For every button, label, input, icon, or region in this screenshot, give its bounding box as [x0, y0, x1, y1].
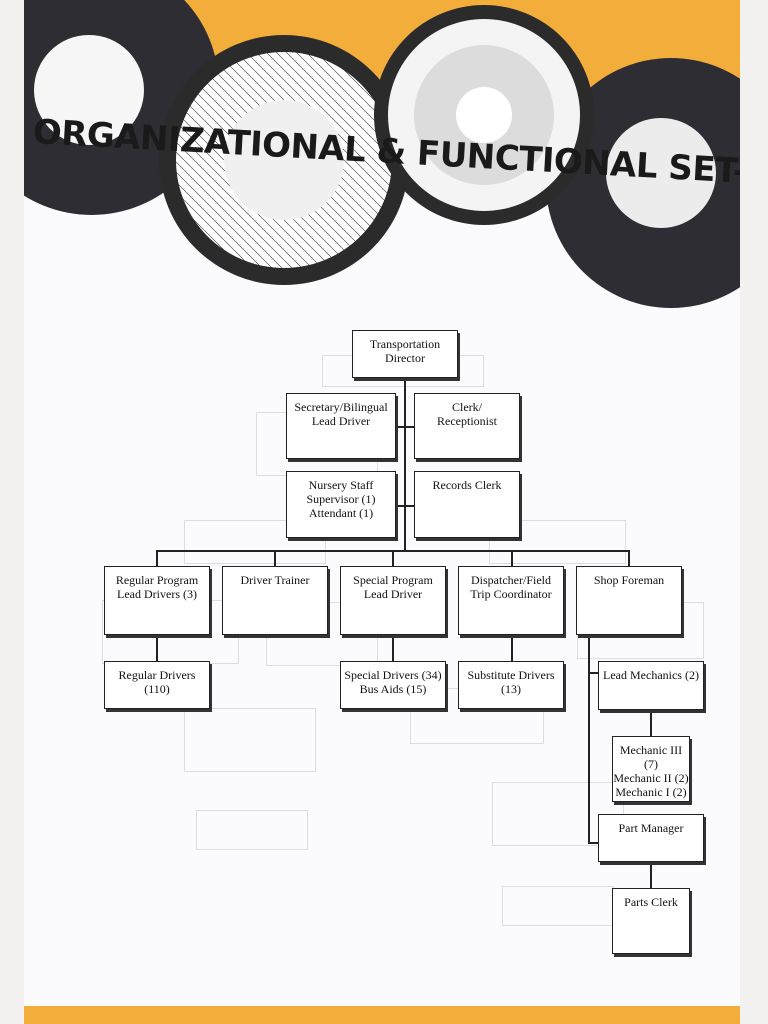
box-special-program-lead-driver: Special Program Lead Driver	[340, 566, 446, 635]
connector	[511, 635, 513, 661]
connector	[392, 550, 394, 566]
box-substitute-drivers: Substitute Drivers (13)	[458, 661, 564, 709]
box-lead-mechanics: Lead Mechanics (2)	[598, 661, 704, 710]
connector	[588, 635, 590, 843]
connector	[156, 635, 158, 661]
box-secretary-bilingual-lead-driver: Secretary/Bilingual Lead Driver	[286, 393, 396, 459]
box-driver-trainer: Driver Trainer	[222, 566, 328, 635]
box-special-drivers-bus-aids: Special Drivers (34) Bus Aids (15)	[340, 661, 446, 709]
box-nursery-staff: Nursery Staff Supervisor (1) Attendant (…	[286, 471, 396, 538]
connector	[588, 842, 598, 844]
box-parts-clerk: Parts Clerk	[612, 888, 690, 954]
box-clerk-receptionist: Clerk/ Receptionist	[414, 393, 520, 459]
connector	[274, 550, 276, 566]
box-transportation-director: Transportation Director	[352, 330, 458, 378]
connector	[404, 538, 406, 552]
connector	[650, 710, 652, 736]
box-dispatcher-field-trip-coordinator: Dispatcher/Field Trip Coordinator	[458, 566, 564, 635]
orange-footer-band	[24, 1006, 740, 1024]
box-shop-foreman: Shop Foreman	[576, 566, 682, 635]
connector	[650, 862, 652, 888]
box-regular-drivers: Regular Drivers (110)	[104, 661, 210, 709]
connector	[392, 635, 394, 661]
connector	[628, 550, 630, 566]
box-regular-program-lead-drivers: Regular Program Lead Drivers (3)	[104, 566, 210, 635]
connector	[396, 505, 414, 507]
connector	[511, 550, 513, 566]
connector	[404, 378, 406, 538]
page: ORGANIZATIONAL & FUNCTIONAL SET-UP Trans…	[24, 0, 740, 1024]
connector	[396, 426, 414, 428]
connector	[588, 672, 598, 674]
box-mechanics: Mechanic III (7) Mechanic II (2) Mechani…	[612, 736, 690, 802]
box-part-manager: Part Manager	[598, 814, 704, 862]
box-records-clerk: Records Clerk	[414, 471, 520, 538]
right-disc-graphic	[546, 58, 740, 308]
gear-graphic	[159, 5, 594, 285]
connector	[156, 550, 158, 566]
